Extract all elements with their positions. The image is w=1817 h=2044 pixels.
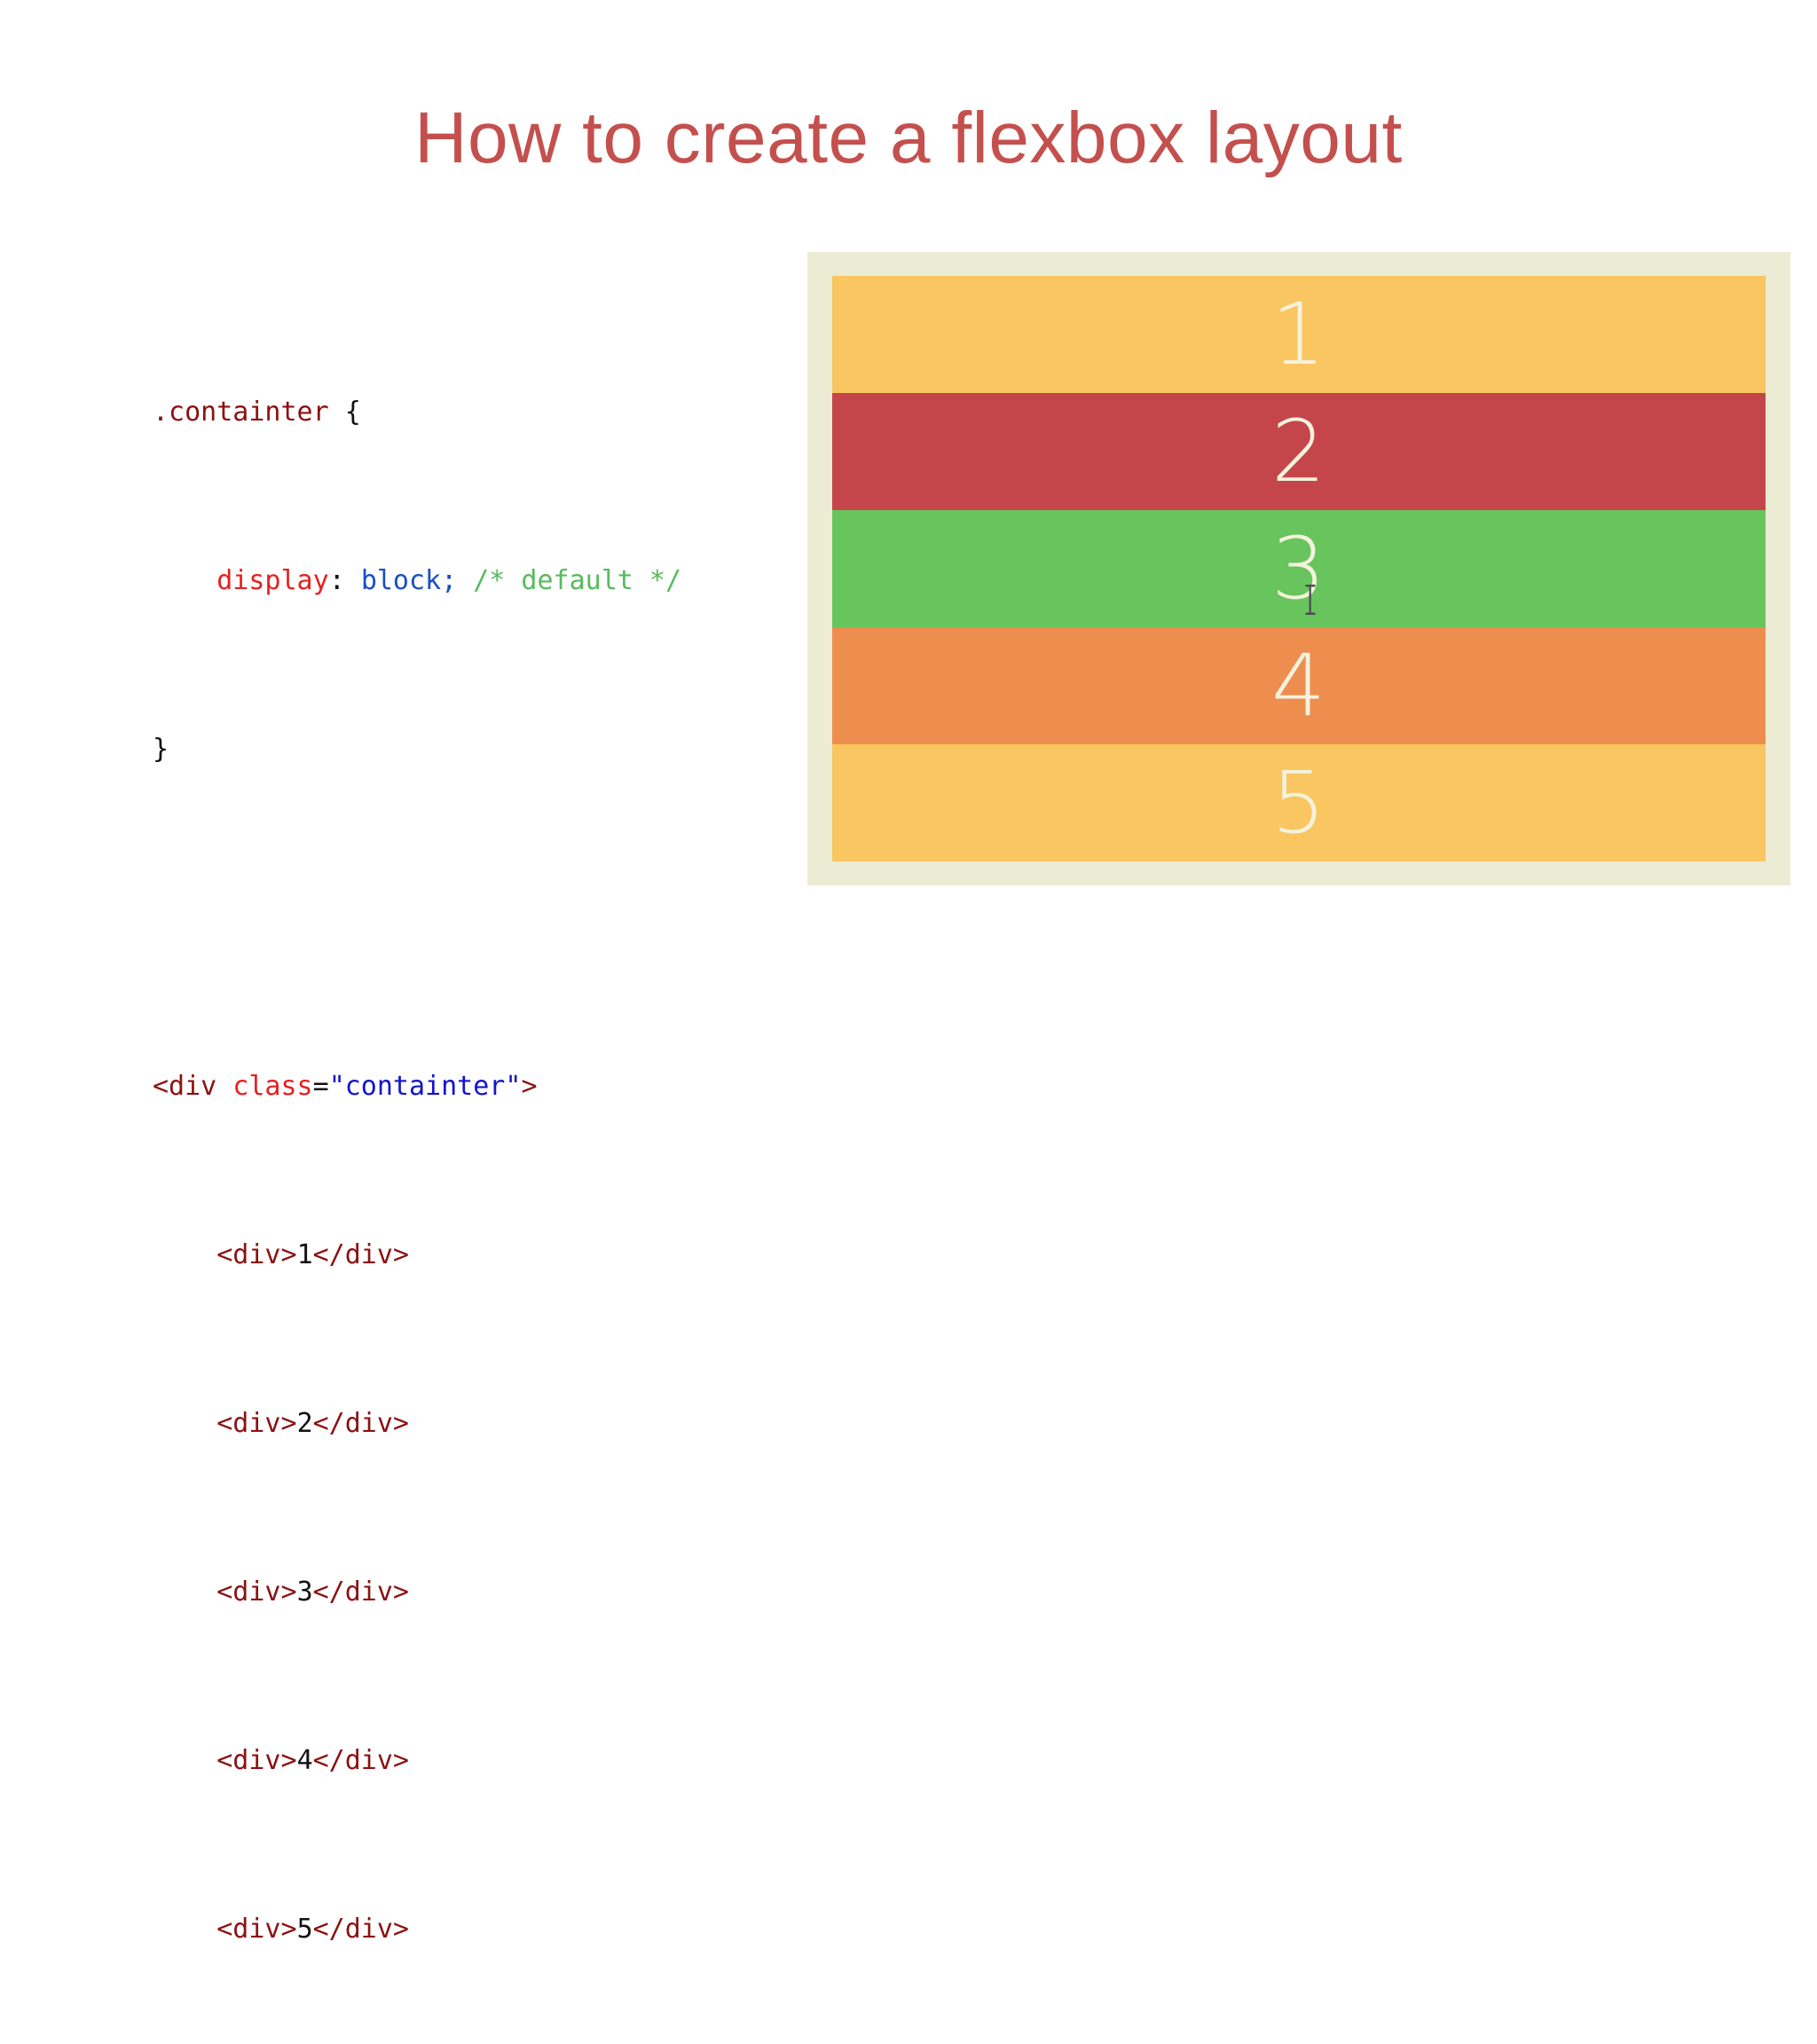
code-line-html-child: <div>3</div> bbox=[153, 1571, 774, 1614]
html-child-text: 3 bbox=[296, 1576, 313, 1608]
code-line-blank bbox=[153, 897, 774, 939]
page-title: How to create a flexbox layout bbox=[414, 98, 1403, 178]
html-child-open-token: <div> bbox=[216, 1407, 297, 1439]
html-child-text: 4 bbox=[296, 1744, 313, 1776]
css-value-token: block bbox=[360, 564, 442, 596]
html-indent bbox=[153, 1745, 216, 1776]
html-attr-name-token: class bbox=[232, 1070, 313, 1102]
html-child-close-token: </div> bbox=[312, 1744, 409, 1776]
css-property-token: display bbox=[216, 564, 329, 596]
html-child-close-token: </div> bbox=[312, 1238, 409, 1270]
demo-item-2: 2 bbox=[832, 393, 1766, 510]
code-line-html-child: <div>5</div> bbox=[153, 1908, 774, 1951]
code-panel: .containter { display: block; /* default… bbox=[153, 264, 774, 2044]
code-line-css-close: } bbox=[153, 728, 774, 771]
css-colon-token: : bbox=[328, 564, 361, 596]
html-child-close-token: </div> bbox=[312, 1913, 409, 1945]
html-child-open-token: <div> bbox=[216, 1744, 297, 1776]
demo-item-4: 4 bbox=[832, 627, 1766, 744]
demo-item-label: 5 bbox=[1270, 753, 1327, 853]
demo-item-3: 3 bbox=[832, 510, 1766, 627]
html-child-text: 2 bbox=[296, 1407, 313, 1439]
demo-item-5: 5 bbox=[832, 744, 1766, 861]
css-semicolon-token: ; bbox=[441, 564, 458, 596]
code-line-html-child: <div>1</div> bbox=[153, 1234, 774, 1277]
html-equals-token: = bbox=[312, 1070, 329, 1102]
html-indent bbox=[153, 1408, 216, 1439]
demo-panel: 1 2 3 4 5 bbox=[807, 252, 1790, 885]
code-line-html-open: <div class="containter"> bbox=[153, 1065, 774, 1108]
html-open-tag-end-token: > bbox=[521, 1070, 538, 1102]
demo-item-label: 2 bbox=[1270, 402, 1327, 501]
demo-item-1: 1 bbox=[832, 276, 1766, 393]
html-child-text: 1 bbox=[296, 1238, 313, 1270]
css-open-brace-token: { bbox=[328, 396, 361, 428]
html-indent bbox=[153, 1576, 216, 1608]
html-child-open-token: <div> bbox=[216, 1576, 297, 1608]
css-indent bbox=[153, 565, 216, 596]
html-child-open-token: <div> bbox=[216, 1238, 297, 1270]
html-child-text: 5 bbox=[296, 1913, 313, 1945]
demo-item-label: 4 bbox=[1270, 636, 1327, 735]
code-line-css-declaration: display: block; /* default */ bbox=[153, 560, 774, 602]
html-open-tag-token: <div bbox=[153, 1070, 233, 1102]
html-indent bbox=[153, 1239, 216, 1270]
html-indent bbox=[153, 1914, 216, 1945]
demo-container: 1 2 3 4 5 bbox=[832, 276, 1766, 861]
code-line-html-child: <div>4</div> bbox=[153, 1740, 774, 1782]
css-space bbox=[457, 565, 473, 596]
demo-item-label: 3 bbox=[1270, 519, 1327, 618]
html-child-close-token: </div> bbox=[312, 1407, 409, 1439]
css-selector-token: .containter bbox=[153, 396, 329, 428]
demo-item-label: 1 bbox=[1270, 285, 1327, 384]
css-close-brace-token: } bbox=[153, 733, 169, 765]
code-line-css-selector: .containter { bbox=[153, 391, 774, 434]
css-comment-token: /* default */ bbox=[473, 564, 682, 596]
code-block: .containter { display: block; /* default… bbox=[153, 264, 774, 2044]
code-line-html-child: <div>2</div> bbox=[153, 1403, 774, 1445]
html-child-open-token: <div> bbox=[216, 1913, 297, 1945]
html-attr-value-token: "containter" bbox=[328, 1070, 522, 1102]
html-child-close-token: </div> bbox=[312, 1576, 409, 1608]
